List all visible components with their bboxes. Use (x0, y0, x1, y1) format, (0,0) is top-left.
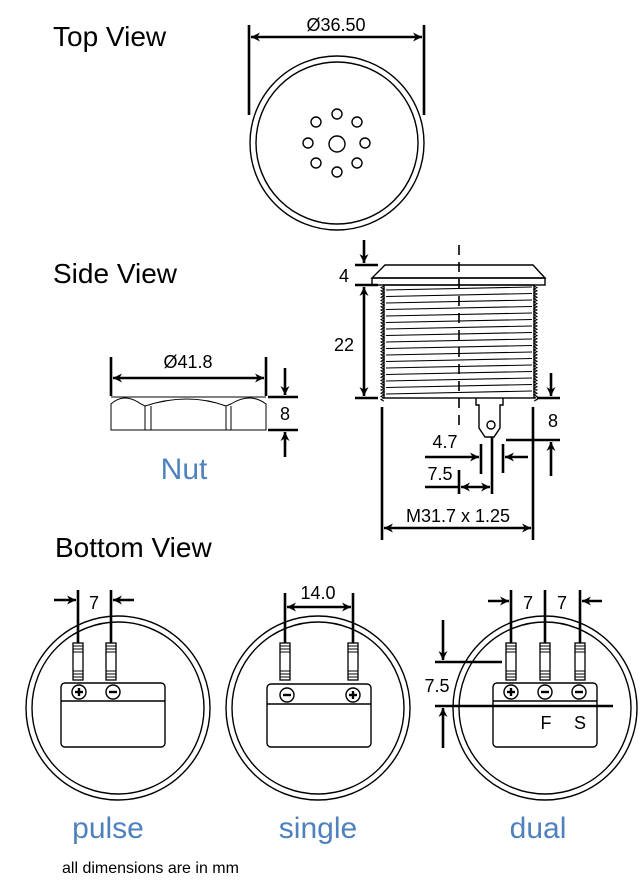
single-spacing-label: 14.0 (300, 583, 335, 603)
thread-line (385, 338, 533, 343)
plus-terminal-icon (503, 684, 519, 700)
dual-spacing-right-label: 7 (557, 593, 567, 613)
top-diameter-label: Ø36.50 (306, 15, 365, 35)
terminal-hole (486, 420, 496, 430)
bottom-dual-drawing: 7 7 F S 7.5 (424, 590, 638, 801)
dual-caption: dual (510, 812, 567, 845)
thread-line (385, 357, 533, 363)
top-view-title: Top View (53, 21, 167, 52)
body-height-label: 22 (334, 335, 354, 355)
thread-line (385, 292, 533, 298)
flange-height-label: 4 (339, 266, 349, 286)
terminal-pin (105, 642, 117, 681)
buzzer-side-drawing: 4 22 8 4.7 7.5 M31.7 x 1.25 (334, 240, 560, 540)
nut-drawing: Ø41.8 8 (109, 352, 298, 457)
inner-rim (255, 61, 419, 225)
sound-holes (302, 108, 371, 178)
terminal-pin (539, 642, 551, 681)
center-hole (328, 135, 346, 153)
pulse-spacing-label: 7 (89, 593, 99, 613)
terminal-pin (347, 642, 359, 681)
top-view-drawing: Ø36.50 (247, 15, 426, 231)
terminal-pin (505, 642, 517, 681)
terminal-tab (475, 398, 504, 438)
nut-caption: Nut (161, 453, 208, 486)
units-footnote: all dimensions are in mm (62, 860, 239, 877)
thread-edge-right (532, 285, 539, 402)
terminal-pin (72, 642, 84, 681)
thread-line (385, 325, 533, 330)
minus-terminal-icon (537, 684, 553, 700)
minus-terminal-icon (279, 687, 295, 703)
single-caption: single (279, 812, 357, 845)
dual-terminal-label-f: F (541, 713, 552, 733)
pulse-caption: pulse (72, 812, 144, 845)
thread-line (385, 390, 533, 395)
nut-diameter-label: Ø41.8 (163, 352, 212, 372)
terminal-width-label: 4.7 (432, 432, 457, 452)
bottom-pulse-drawing: 7 (25, 590, 211, 801)
minus-terminal-icon (105, 684, 121, 700)
thread-label: M31.7 x 1.25 (406, 506, 510, 526)
nut-body (110, 397, 267, 431)
plus-terminal-icon (345, 687, 361, 703)
bottom-view-title: Bottom View (55, 532, 212, 563)
thread-edge-left (379, 285, 386, 402)
terminal-pin (574, 642, 586, 681)
side-view-title: Side View (53, 258, 178, 289)
plus-terminal-icon (71, 684, 87, 700)
terminal-pin (279, 642, 291, 681)
thread-line (385, 305, 533, 311)
bottom-single-drawing: 14.0 (225, 583, 411, 801)
thread-line (385, 377, 533, 382)
dual-terminal-length-label: 7.5 (424, 676, 449, 696)
dual-terminal-label-s: S (574, 713, 586, 733)
nut-height-label: 8 (280, 404, 290, 424)
minus-terminal-icon (571, 684, 587, 700)
dual-spacing-left-label: 7 (523, 593, 533, 613)
terminal-offset-label: 7.5 (427, 464, 452, 484)
terminal-height-label: 8 (548, 411, 558, 431)
outer-rim (249, 55, 425, 231)
